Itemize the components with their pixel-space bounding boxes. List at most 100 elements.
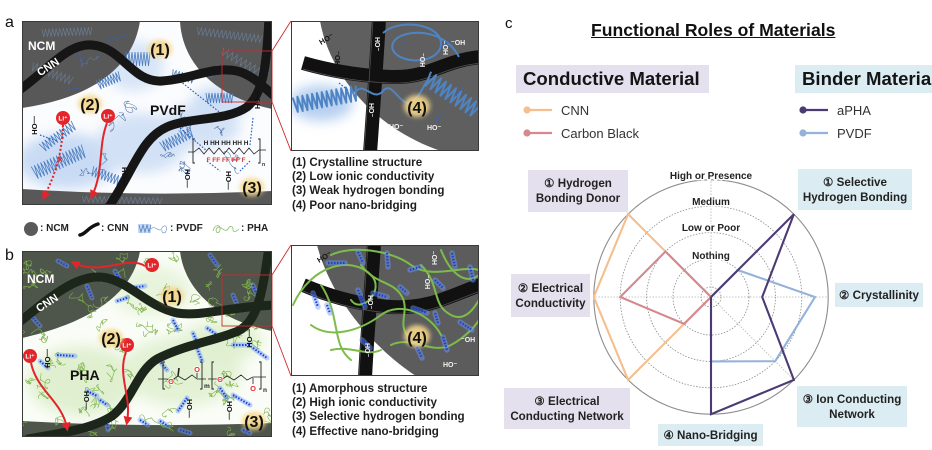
marker-glow bbox=[242, 412, 266, 430]
hydrogen-bond-glow bbox=[55, 258, 70, 269]
pha-chain bbox=[145, 321, 158, 336]
axis-label-hydrogen-bonding-donor: ① Hydrogen Bonding Donor bbox=[528, 170, 628, 212]
pha-chain bbox=[96, 319, 108, 332]
pha-chain bbox=[205, 281, 213, 292]
radar-axis bbox=[710, 296, 795, 381]
axis-label-line: ② Crystallinity bbox=[839, 288, 919, 302]
repeat-subscript: n bbox=[262, 162, 265, 168]
caption-item: (4) Effective nano-bridging bbox=[292, 424, 439, 438]
cnn-fiber-icon bbox=[78, 222, 100, 237]
level-label-nothing: Nothing bbox=[692, 251, 730, 262]
oxygen-atom: O bbox=[168, 377, 174, 386]
panel-a-frame bbox=[22, 21, 272, 205]
caption-item: (3) Weak hydrogen bonding bbox=[292, 184, 445, 198]
hydrogen-bond bbox=[398, 40, 407, 52]
panel-a-inset: HO⁻ ⁻OH HO⁻ HO⁻ ⁻OH ⁻OH HO⁻ HO⁻ HO⁻ (4) bbox=[291, 21, 479, 151]
hydroxyl-group: —OH bbox=[245, 329, 254, 348]
hydroxyl-group: ⁻OH bbox=[333, 51, 342, 66]
bracket-left bbox=[211, 361, 214, 390]
li-ion-label: Li⁺ bbox=[103, 114, 113, 121]
hydrogen-bond bbox=[99, 399, 108, 406]
panel-a-schematic: —OH HO— HO— HO— HO— H HH HH HH H F FF FF… bbox=[22, 21, 272, 205]
hydrogen-bond-glow bbox=[37, 358, 51, 371]
legend-group-conductive: Conductive Material bbox=[516, 65, 709, 93]
panel-b-captions: (1) Amorphous structure (2) High ionic c… bbox=[292, 382, 465, 439]
hydrogen-bond bbox=[356, 289, 367, 308]
legend-label-cnn: CNN bbox=[561, 103, 590, 118]
pha-chain bbox=[106, 402, 115, 414]
hydrogen-bond-glow bbox=[397, 284, 410, 296]
blocked-li-path-arrow bbox=[42, 124, 64, 201]
hydrogen-bond bbox=[450, 252, 457, 268]
legend-marker-carbon-black bbox=[523, 129, 552, 137]
pha-chain bbox=[39, 268, 52, 276]
hydrogen-bond bbox=[361, 339, 371, 349]
hydroxyl-group: —OH bbox=[43, 349, 52, 368]
pha-chain bbox=[222, 394, 235, 406]
axis-label-nano-bridging: ④ Nano-Bridging bbox=[658, 424, 763, 446]
pvdf-amorphous-chain bbox=[78, 168, 93, 177]
axis-label-line: Conducting Network bbox=[510, 409, 624, 423]
hydrogen-bond bbox=[338, 82, 350, 92]
hydrogen-bond bbox=[209, 254, 218, 266]
hydrogen-bond bbox=[242, 429, 251, 434]
hydroxyl-group: HO— bbox=[120, 167, 129, 186]
pvdf-amorphous-chain bbox=[178, 167, 191, 174]
pha-chain bbox=[225, 380, 239, 388]
hydrogen-bond bbox=[86, 390, 98, 397]
pha-chain bbox=[360, 264, 410, 338]
inset-frame bbox=[291, 245, 479, 376]
pha-chain bbox=[310, 308, 442, 336]
pvdf-repeat-unit: H HH HH HH H F FF FF FF F n bbox=[188, 138, 266, 168]
hydrogen-bond bbox=[434, 279, 444, 289]
series-line-pvdf bbox=[709, 268, 817, 363]
radar-series bbox=[592, 212, 817, 416]
hydroxyl-group: HO⁻ bbox=[443, 41, 450, 56]
bracket-right bbox=[259, 361, 262, 390]
axis-label-ion-conducting-network: ③ Ion Conducting Network bbox=[797, 386, 907, 427]
pha-chain-icon bbox=[212, 225, 240, 234]
cnn-fiber bbox=[301, 50, 479, 85]
pvdf-chain-icon bbox=[138, 223, 167, 234]
pha-chain bbox=[136, 322, 154, 337]
zoom-connector-line bbox=[271, 20, 292, 52]
ncm-label: NCM bbox=[27, 272, 54, 286]
axis-label-line: ③ Electrical bbox=[534, 394, 600, 408]
pha-chain bbox=[213, 264, 223, 279]
bracket-right bbox=[258, 138, 261, 164]
pha-chain bbox=[162, 371, 184, 389]
li-path-arrow bbox=[122, 351, 133, 426]
legend-label-cnn: : CNN bbox=[101, 223, 129, 234]
hydroxyl-group: HO⁻ bbox=[389, 124, 404, 131]
li-path-arrow bbox=[70, 261, 146, 270]
hydrogen-bond bbox=[356, 251, 365, 264]
pha-chain bbox=[225, 335, 243, 349]
hydroxyl-group: ⁻OH bbox=[418, 53, 425, 67]
cnn-fiber bbox=[358, 245, 381, 376]
li-ion bbox=[101, 109, 115, 123]
axis-label-line: ① Selective bbox=[823, 175, 887, 189]
panel-b-inset: HO⁻ HO⁻ ⁻OH HO⁻ HO⁻ ⁻OH HO⁻ (4) bbox=[291, 245, 479, 376]
legend-marker-pvdf bbox=[799, 129, 828, 137]
hydrogen-bond bbox=[206, 327, 218, 336]
fluorine-row: F FF FF FF F bbox=[207, 157, 246, 164]
backbone-m bbox=[158, 374, 206, 382]
legend-marker-cnn bbox=[523, 106, 552, 114]
pha-chain bbox=[167, 251, 180, 263]
hydrogen-bond bbox=[179, 127, 208, 152]
backbone-n bbox=[208, 374, 266, 381]
hydrogen-bond bbox=[311, 292, 320, 308]
pvdf-lamella bbox=[205, 92, 234, 104]
pvdf-amorphous-chain bbox=[123, 100, 138, 113]
panel-label-c: c bbox=[505, 15, 513, 32]
pha-chain bbox=[36, 372, 51, 390]
radar-level-labels: High or Presence Medium Low or Poor Noth… bbox=[668, 170, 754, 264]
caption-item: (2) Low ionic conductivity bbox=[292, 170, 435, 184]
pha-chain bbox=[330, 248, 479, 273]
pvdf-amorphous-chain bbox=[108, 112, 126, 132]
li-ion bbox=[56, 111, 70, 125]
selective-hydrogen-bonds bbox=[310, 249, 476, 361]
axis-label-line: Conductivity bbox=[515, 296, 586, 310]
level-label-medium: Medium bbox=[692, 197, 730, 208]
